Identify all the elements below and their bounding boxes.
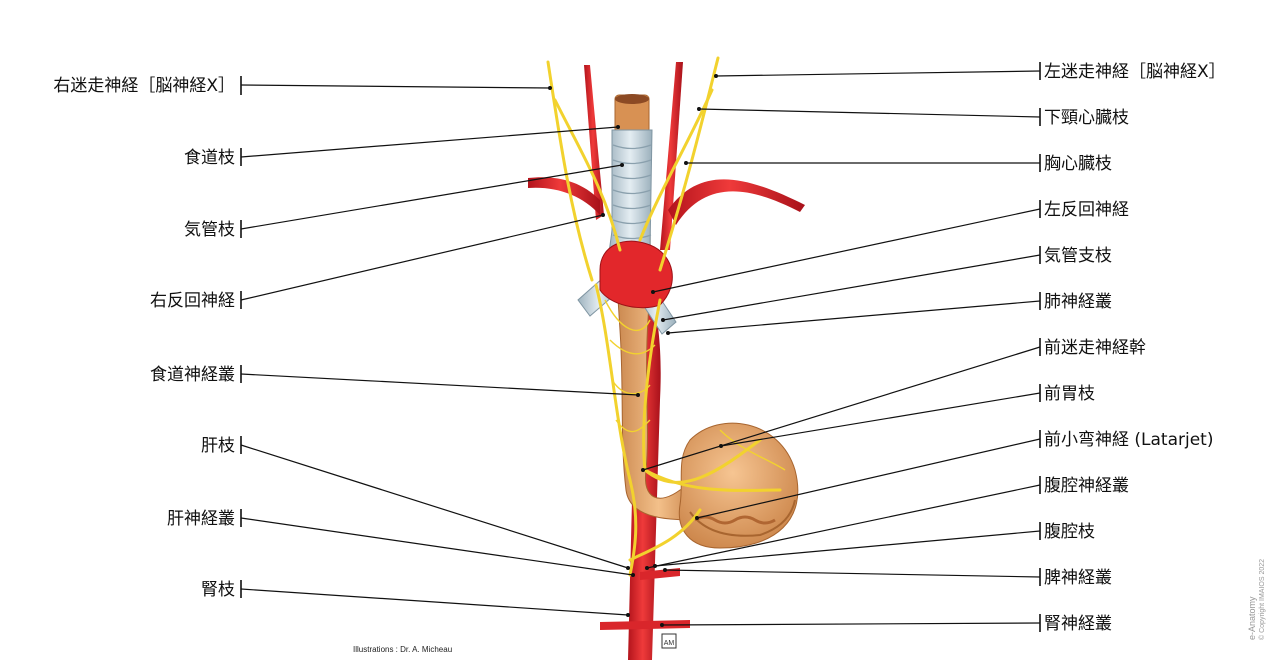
anatomy-illustration: AM [528, 56, 805, 660]
label-latarjet-nerve: 前小弯神経 (Latarjet) [1044, 430, 1213, 450]
labels-right: 左迷走神経［脳神経X］ 下頸心臓枝 胸心臓枝 左反回神経 気管支枝 肺神経叢 前… [1044, 62, 1226, 634]
label-esophageal-branches: 食道枝 [184, 148, 235, 168]
label-inferior-cervical-cardiac-branch: 下頸心臓枝 [1044, 108, 1129, 128]
label-anterior-vagal-trunk: 前迷走神経幹 [1044, 337, 1146, 358]
label-hepatic-branches: 肝枝 [201, 436, 235, 456]
brand-name: e-Anatomy [1247, 596, 1257, 640]
label-celiac-branches: 腹腔枝 [1044, 522, 1095, 542]
label-anterior-gastric-branches: 前胃枝 [1044, 384, 1095, 404]
label-right-vagus-nerve: 右迷走神経［脳神経X］ [53, 76, 235, 96]
label-tracheal-branches: 気管枝 [184, 220, 235, 240]
am-logo: AM [664, 640, 675, 647]
label-left-vagus-nerve: 左迷走神経［脳神経X］ [1044, 62, 1226, 82]
watermark: e-Anatomy © Copyright IMAIOS 2022 [1247, 559, 1266, 640]
label-hepatic-plexus: 肝神経叢 [167, 509, 235, 529]
label-pulmonary-plexus: 肺神経叢 [1044, 292, 1112, 312]
label-renal-plexus: 腎神経叢 [1044, 614, 1112, 634]
left-subclavian [668, 179, 805, 225]
label-esophageal-plexus: 食道神経叢 [150, 365, 235, 385]
labels-left: 右迷走神経［脳神経X］ 食道枝 気管枝 右反回神経 食道神経叢 肝枝 肝神経叢 … [53, 76, 235, 600]
stomach [678, 422, 799, 549]
left-carotid [660, 62, 683, 250]
celiac-trunk [640, 568, 680, 580]
leader-lines [240, 62, 1041, 632]
copyright-notice: © Copyright IMAIOS 2022 [1258, 559, 1266, 640]
label-right-recurrent-laryngeal-nerve: 右反回神経 [150, 291, 235, 311]
label-left-recurrent-laryngeal-nerve: 左反回神経 [1044, 200, 1129, 220]
right-carotid [584, 65, 604, 220]
label-renal-branches: 腎枝 [201, 580, 235, 600]
renal-arteries [600, 620, 690, 630]
label-bronchial-branches: 気管支枝 [1044, 246, 1112, 266]
am-logo-box [661, 633, 677, 649]
illustration-credit: Illustrations : Dr. A. Micheau [353, 645, 452, 654]
right-subclavian [528, 177, 600, 215]
aortic-arch [599, 240, 673, 309]
label-celiac-plexus: 腹腔神経叢 [1044, 476, 1129, 496]
label-splenic-plexus: 脾神経叢 [1044, 568, 1112, 588]
label-thoracic-cardiac-branches: 胸心臓枝 [1044, 154, 1112, 174]
